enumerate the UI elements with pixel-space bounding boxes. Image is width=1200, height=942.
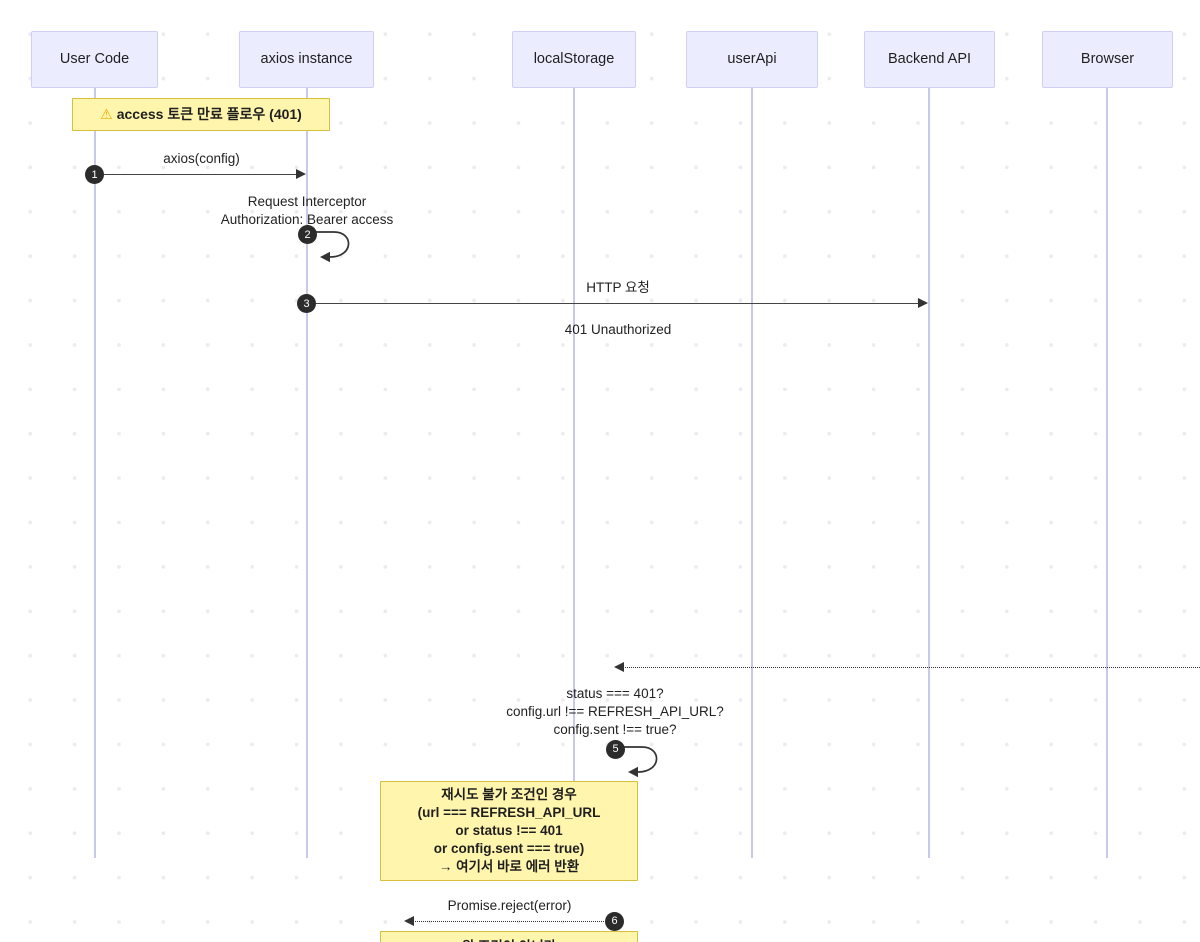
message-arrowhead-1 [296,169,306,179]
message-line-3 [308,303,918,304]
participant-label: axios instance [260,50,353,67]
lifeline-backend-api [928,88,930,858]
note-first-401: 위 조건이 아니라 "최초 401 에러"인 경우 아래 플로우 진행 [380,931,638,942]
note-title-row: ⚠ access 토큰 만료 플로우 (401) [100,105,302,123]
note-flow-title: ⚠ access 토큰 만료 플로우 (401) [72,98,330,131]
message-label-5-line2: config.url !== REFRESH_API_URL? [506,703,724,719]
note-no-retry-line-0: 재시도 불가 조건인 경우 [441,787,577,803]
sequence-number-3: 3 [297,294,316,313]
note-no-retry-line-4: → 여기서 바로 에러 반환 [438,858,580,874]
warning-triangle-icon: ⚠ [100,106,113,123]
participant-label: userApi [727,50,777,67]
sequence-number-1: 1 [85,165,104,184]
message-label-3: HTTP 요청 [586,280,650,295]
note-title-text: access 토큰 만료 플로우 (401) [116,106,302,123]
message-line-6 [412,921,612,922]
participant-browser-top[interactable]: Browser [1042,31,1173,88]
message-arrowhead-3 [918,298,928,308]
note-no-retry-line-3: or config.sent === true) [433,840,585,856]
sequence-number-2: 2 [298,225,317,244]
participant-label: Backend API [887,50,972,67]
message-label-2: Request Interceptor Authorization: Beare… [108,193,506,229]
lifeline-browser [1106,88,1108,858]
sequence-number-6: 6 [605,912,624,931]
self-loop-2 [307,231,350,263]
participant-label: User Code [59,50,130,67]
note-no-retry-line-2: or status !== 401 [455,823,563,839]
participant-user-code-top[interactable]: User Code [31,31,158,88]
lifeline-user-code [94,88,96,858]
note-first-401-line-0: 위 조건이 아니라 [462,938,556,942]
message-arrowhead-6 [404,916,414,926]
note-no-retry: 재시도 불가 조건인 경우 (url === REFRESH_API_URL o… [380,781,638,881]
participant-label: Browser [1080,50,1135,67]
lifeline-userapi [751,88,753,858]
note-no-retry-line-1: (url === REFRESH_API_URL [417,805,601,821]
lifeline-localstorage [573,88,575,858]
message-label-5-line1: status === 401? [566,686,664,701]
self-loop-5 [615,746,658,778]
message-label-4: 401 Unauthorized 4 status === 401? confi… [308,321,1200,942]
message-label-2-line1: Request Interceptor [247,194,367,209]
participant-label: localStorage [533,50,615,67]
message-label-6: Promise.reject(error) [447,898,572,913]
message-arrowhead-4 [614,662,624,672]
participant-localstorage-top[interactable]: localStorage [512,31,636,88]
participant-userapi-top[interactable]: userApi [686,31,818,88]
participant-axios-instance-top[interactable]: axios instance [239,31,374,88]
message-label-2-line2: Authorization: Bearer access [220,211,394,227]
message-label-5: status === 401? config.url !== REFRESH_A… [416,685,814,738]
message-label-1: axios(config) [163,151,240,166]
message-line-4 [622,667,1200,668]
lifeline-axios-instance [306,88,308,858]
message-label-5-line3: config.sent !== true? [553,721,677,737]
participant-backend-api-top[interactable]: Backend API [864,31,995,88]
sequence-number-5: 5 [606,740,625,759]
message-line-1 [96,174,296,175]
